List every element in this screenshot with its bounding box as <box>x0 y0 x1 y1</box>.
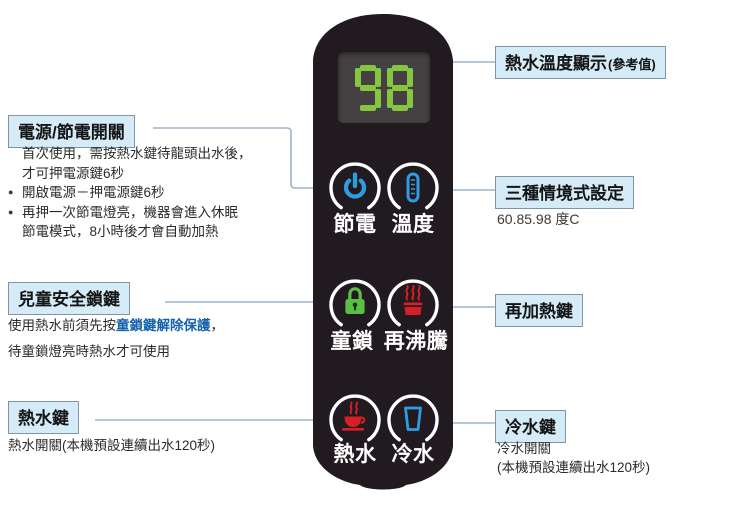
button-ring <box>329 162 381 210</box>
power-desc-line3: 開啟電源－押電源鍵6秒 <box>22 185 165 200</box>
power-icon <box>343 172 367 199</box>
cold-water-label: 冷水 <box>391 443 435 466</box>
power-desc-line5: 節電模式，8小時後才會自動加熱 <box>22 224 219 239</box>
button-ring <box>387 394 439 442</box>
callout-temp-display-suffix: (參考值) <box>608 57 656 72</box>
child-lock-description: 使用熱水前須先按童鎖鍵解除保護， 待童鎖燈亮時熱水才可使用 <box>8 313 224 365</box>
callout-reheat: 再加熱鍵 <box>495 294 583 327</box>
callout-reheat-title: 再加熱鍵 <box>505 302 573 321</box>
cold-water-glass-icon <box>404 406 422 431</box>
temperature-label: 溫度 <box>391 213 435 236</box>
child-lock-desc-suffix: ， <box>210 318 225 333</box>
callout-hot-water: 熱水鍵 <box>8 401 79 434</box>
power-save-label: 節電 <box>333 213 377 236</box>
callout-cold-water-title: 冷水鍵 <box>505 418 556 437</box>
callout-scene-settings-title: 三種情境式設定 <box>505 184 624 203</box>
child-lock-label: 童鎖 <box>330 330 374 353</box>
child-lock-button[interactable] <box>327 279 383 335</box>
temperature-button[interactable] <box>385 162 441 218</box>
button-ring <box>329 279 381 327</box>
callout-cold-water: 冷水鍵 <box>495 410 566 443</box>
power-desc-line4: 再押一次節電燈亮，機器會進入休眠 <box>22 204 238 220</box>
panel-body <box>313 14 453 490</box>
callout-child-lock: 兒童安全鎖鍵 <box>8 282 130 315</box>
reboil-icon <box>403 285 423 315</box>
callout-temp-display: 熱水溫度顯示(參考值) <box>495 46 666 79</box>
cold-water-desc-line2: (本機預設連續出水120秒) <box>497 459 651 475</box>
callout-power-switch: 電源/節電開關 <box>8 115 135 148</box>
button-ring <box>329 394 381 442</box>
power-desc-line1: 首次使用，需按熱水鍵待龍頭出水後， <box>22 146 252 161</box>
hot-water-description: 熱水開關(本機預設連續出水120秒) <box>8 438 216 453</box>
child-lock-desc-line2: 待童鎖燈亮時熱水才可使用 <box>8 344 170 359</box>
cold-water-button[interactable] <box>385 394 441 450</box>
seven-segment-readout <box>355 65 413 111</box>
cold-water-description: 冷水開關 (本機預設連續出水120秒) <box>497 440 650 477</box>
button-ring <box>387 162 439 210</box>
connector-line <box>153 127 335 189</box>
temperature-display <box>338 52 430 123</box>
child-lock-desc-prefix: 使用熱水前須先按 <box>8 318 116 333</box>
bullet-icon: ● <box>8 187 14 197</box>
bullet-icon: ● <box>8 206 14 217</box>
hot-water-button[interactable] <box>327 394 383 450</box>
callout-hot-water-title: 熱水鍵 <box>18 409 69 428</box>
lock-icon <box>345 287 365 314</box>
child-lock-desc-emphasis: 童鎖鍵解除保護 <box>116 318 211 333</box>
power-save-button[interactable] <box>327 162 383 218</box>
power-desc-line2: 才可押電源鍵6秒 <box>22 165 125 181</box>
callout-scene-settings: 三種情境式設定 <box>495 176 634 209</box>
control-panel: 節電 溫度 <box>310 10 456 492</box>
reboil-label: 再沸騰 <box>383 330 449 353</box>
hot-water-label: 熱水 <box>333 443 377 466</box>
callout-temp-display-title: 熱水溫度顯示 <box>505 54 607 73</box>
thermometer-icon <box>406 172 420 203</box>
reboil-button[interactable] <box>385 279 441 335</box>
button-ring <box>387 279 439 327</box>
hot-water-cup-icon <box>342 401 366 431</box>
callout-child-lock-title: 兒童安全鎖鍵 <box>18 290 120 309</box>
scene-settings-values: 60.85.98 度C <box>497 211 580 227</box>
callout-power-switch-title: 電源/節電開關 <box>18 123 125 142</box>
cold-water-desc-line1: 冷水開關 <box>497 441 551 456</box>
power-switch-description: 首次使用，需按熱水鍵待龍頭出水後， 才可押電源鍵6秒 ●開啟電源－押電源鍵6秒 … <box>8 144 252 242</box>
